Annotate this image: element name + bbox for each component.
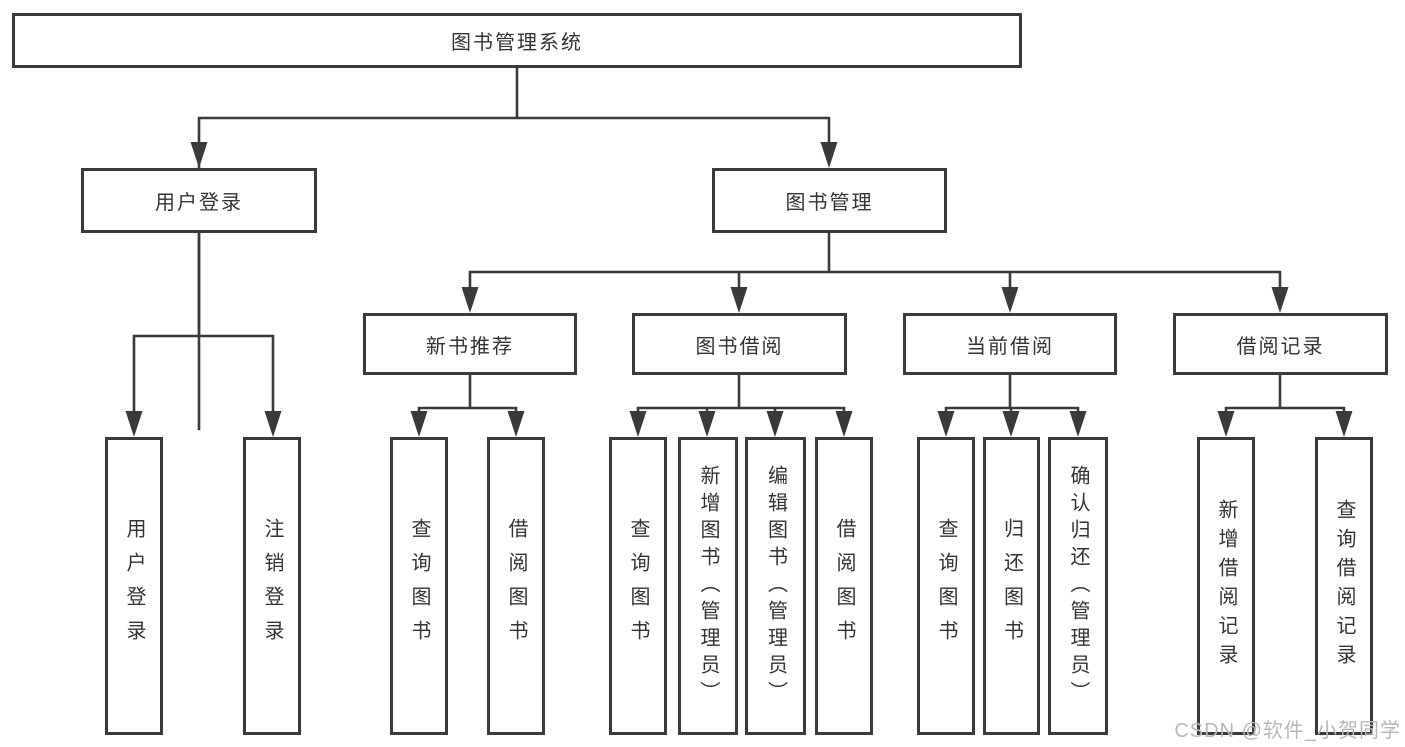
connector-book-management-branch [461,231,1289,313]
node-root-label: 图书管理系统 [451,32,583,54]
node-root: 图书管理系统 [12,13,1022,68]
node-current-borrow: 当前借阅 [903,313,1117,375]
node-book-borrow: 图书借阅 [632,313,847,375]
node-book-management-label: 图书管理 [785,192,874,214]
connector-new-book-branch [410,373,525,437]
leaf-add-books-admin: 新增图书（管理员） [678,437,738,735]
leaf-query-books-3: 查询图书 [917,437,975,735]
leaf-label: 编辑图书（管理员） [764,464,787,708]
node-current-borrow-label: 当前借阅 [966,335,1054,358]
leaf-label: 确认归还（管理员） [1067,464,1089,708]
leaf-borrow-books-2: 借阅图书 [815,437,873,735]
leaf-label: 新增图书（管理员） [697,464,719,708]
connector-root-branch [190,66,838,431]
leaf-edit-books-admin: 编辑图书（管理员） [745,437,806,735]
node-book-borrow-label: 图书借阅 [695,335,784,358]
leaf-return-books: 归还图书 [983,437,1040,735]
leaf-label: 查询图书 [408,518,430,654]
node-user-login: 用户登录 [81,168,317,233]
leaf-label: 注销登录 [261,518,283,654]
connector-book-borrow-branch [629,373,853,437]
leaf-query-borrow-record: 查询借阅记录 [1315,437,1373,735]
connector-current-borrow-branch [937,373,1087,437]
node-new-book-recommend: 新书推荐 [363,313,577,375]
leaf-confirm-return-admin: 确认归还（管理员） [1048,437,1108,735]
leaf-label: 查询借阅记录 [1333,499,1355,673]
leaf-label: 新增借阅记录 [1215,499,1237,673]
leaf-borrow-books-1: 借阅图书 [487,437,545,735]
node-book-management: 图书管理 [712,168,947,233]
leaf-label: 用户登录 [123,518,145,654]
node-borrow-records: 借阅记录 [1173,313,1388,375]
leaf-query-books-1: 查询图书 [390,437,448,735]
leaf-label: 查询图书 [627,518,649,654]
leaf-add-borrow-record: 新增借阅记录 [1197,437,1255,735]
leaf-logout: 注销登录 [243,437,301,735]
connector-user-login-branch [125,231,282,437]
leaf-user-login: 用户登录 [105,437,163,735]
leaf-label: 借阅图书 [505,518,527,654]
node-borrow-records-label: 借阅记录 [1236,335,1325,358]
leaf-query-books-2: 查询图书 [609,437,667,735]
leaf-label: 查询图书 [935,518,957,654]
connector-borrow-records-branch [1217,373,1353,437]
leaf-label: 借阅图书 [833,518,855,654]
leaf-label: 归还图书 [1000,518,1023,654]
node-user-login-label: 用户登录 [155,192,243,214]
node-new-book-recommend-label: 新书推荐 [426,335,514,358]
csdn-watermark: CSDN @软件_小贺同学 [1174,720,1401,742]
